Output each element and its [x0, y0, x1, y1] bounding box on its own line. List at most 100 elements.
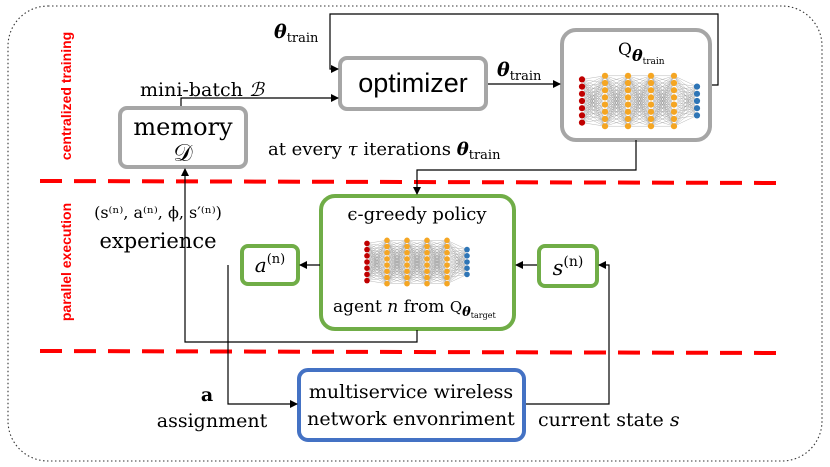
network-edge	[386, 240, 408, 278]
current-state-label: current state s	[538, 409, 680, 431]
separator-execution-environment	[39, 349, 781, 355]
memory-box	[118, 106, 248, 169]
network-node	[404, 256, 410, 262]
network-node	[404, 280, 410, 287]
network-edge	[406, 240, 428, 266]
network-edge	[581, 122, 606, 127]
network-edge	[426, 240, 448, 247]
network-edge	[673, 86, 698, 127]
policy-agent-label: agent n from Qθtarget	[333, 297, 496, 320]
network-edge	[673, 86, 698, 98]
action-label: a(n)	[255, 252, 285, 277]
network-edge	[386, 252, 408, 284]
network-edge	[650, 90, 675, 127]
network-edge	[366, 240, 388, 250]
network-edge	[650, 75, 675, 105]
network-edge	[426, 240, 448, 253]
network-edge	[386, 258, 408, 284]
network-node	[384, 268, 390, 275]
network-edge	[627, 75, 652, 105]
network-node	[647, 108, 655, 115]
network-edge	[581, 75, 606, 87]
network-edge	[426, 264, 448, 284]
network-node	[578, 119, 586, 126]
network-edge	[366, 258, 388, 281]
network-node	[464, 271, 470, 278]
network-node	[670, 94, 678, 101]
network-node	[670, 123, 678, 130]
network-node	[601, 123, 609, 130]
experience-label: experience	[99, 229, 216, 253]
network-node	[384, 256, 390, 262]
network-node	[624, 87, 632, 94]
network-node	[444, 280, 450, 287]
network-node	[578, 105, 586, 112]
network-edge	[650, 75, 675, 98]
target-update-arrow	[413, 140, 637, 195]
network-edge	[581, 82, 606, 123]
execution-region-label: parallel execution	[58, 203, 74, 321]
network-node	[624, 123, 632, 130]
minibatch-label: mini-batch ℬ	[140, 79, 266, 101]
state-box	[537, 244, 599, 288]
network-edge	[627, 118, 652, 127]
training-region-label: centralized training	[58, 32, 74, 160]
network-node	[424, 237, 430, 244]
network-node	[670, 79, 678, 87]
network-edge	[426, 246, 448, 284]
network-node	[624, 115, 632, 123]
network-edge	[627, 82, 652, 127]
network-node	[670, 87, 678, 94]
network-node	[404, 237, 410, 244]
network-edge	[446, 249, 468, 260]
network-node	[444, 274, 450, 281]
network-edge	[406, 271, 428, 284]
network-edge	[650, 118, 675, 127]
network-edge	[627, 75, 652, 98]
policy-title: ϵ-greedy policy	[347, 204, 487, 225]
network-edge	[406, 277, 428, 284]
network-edge	[386, 264, 408, 284]
network-edge	[366, 280, 388, 284]
action-to-env-arrow	[227, 265, 298, 408]
network-node	[578, 112, 586, 119]
network-node	[601, 87, 609, 94]
network-edge	[604, 75, 629, 98]
network-node	[624, 72, 632, 79]
network-node	[624, 94, 632, 101]
network-node	[693, 83, 701, 90]
network-node	[364, 277, 370, 284]
network-edge	[604, 75, 629, 120]
network-edge	[406, 240, 428, 272]
network-node	[601, 108, 609, 115]
network-edge	[627, 97, 652, 127]
experience-tuple: (s⁽ⁿ⁾, a⁽ⁿ⁾, ϕ, s′⁽ⁿ⁾)	[94, 203, 222, 222]
network-node	[647, 101, 655, 108]
network-edge	[581, 75, 606, 94]
network-edge	[581, 118, 606, 123]
network-edge	[627, 75, 652, 91]
network-edge	[650, 97, 675, 127]
network-node	[364, 253, 370, 259]
network-node	[444, 268, 450, 275]
network-edge	[650, 75, 675, 84]
network-node	[364, 271, 370, 278]
network-edge	[581, 75, 606, 116]
assignment-label: assignment	[157, 410, 268, 432]
network-edge	[386, 246, 408, 284]
network-node	[647, 79, 655, 87]
network-node	[384, 249, 390, 256]
network-node	[444, 256, 450, 262]
network-node	[464, 259, 470, 265]
network-edge	[426, 252, 448, 284]
network-edge	[673, 108, 698, 127]
network-edge	[366, 271, 388, 281]
optimizer-label: optimizer	[358, 68, 468, 98]
network-node	[670, 101, 678, 108]
network-edge	[673, 86, 698, 105]
network-edge	[650, 75, 675, 91]
network-node	[670, 115, 678, 123]
network-edge	[386, 240, 408, 272]
network-edge	[406, 240, 428, 278]
network-edge	[426, 240, 448, 260]
